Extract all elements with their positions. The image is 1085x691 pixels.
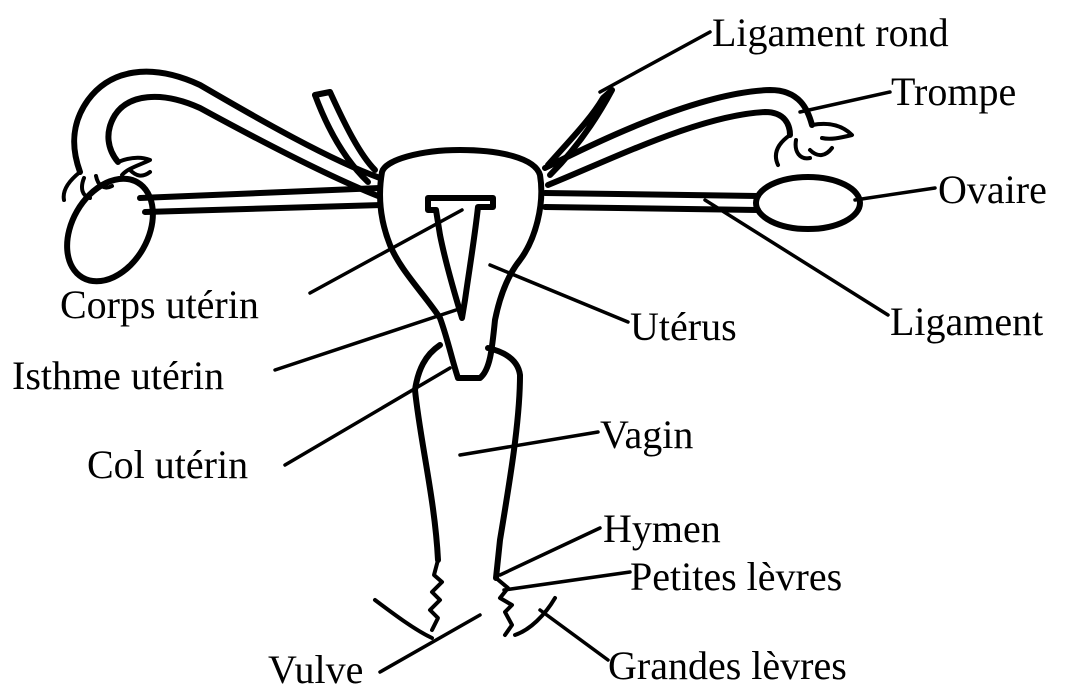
left-ovarian-ligament [140,188,382,212]
leader-ovaire [855,188,935,200]
leader-uterus [490,265,628,322]
label-col-uterin: Col utérin [87,442,248,487]
label-vagin: Vagin [600,412,693,457]
leader-grandes-levres [540,610,608,660]
left-labia [375,560,442,638]
leader-isthme-uterin [275,308,462,370]
label-ovaire: Ovaire [938,167,1047,212]
right-ovarian-ligament [545,193,758,210]
label-vulve: Vulve [268,647,363,691]
leader-hymen [500,528,600,575]
label-grandes-levres: Grandes lèvres [608,643,847,688]
leader-ligament-rond [600,32,710,92]
label-corps-uterin: Corps utérin [60,282,259,327]
leader-petites-levres [504,572,630,590]
left-round-ligament [315,92,375,182]
label-ligament-rond: Ligament rond [712,10,949,55]
label-ligament: Ligament [890,299,1043,344]
leader-ligament [705,200,888,315]
label-trompe: Trompe [891,69,1016,114]
leader-trompe [800,92,890,112]
leader-vagin [460,432,598,455]
leader-vulve [380,615,480,672]
label-hymen: Hymen [603,506,721,551]
right-ovary [756,177,860,229]
label-petites-levres: Petites lèvres [630,554,842,599]
label-isthme-uterin: Isthme utérin [12,353,224,398]
right-fallopian-tube [545,90,852,185]
label-uterus: Utérus [630,304,737,349]
uterus-body [380,150,541,378]
